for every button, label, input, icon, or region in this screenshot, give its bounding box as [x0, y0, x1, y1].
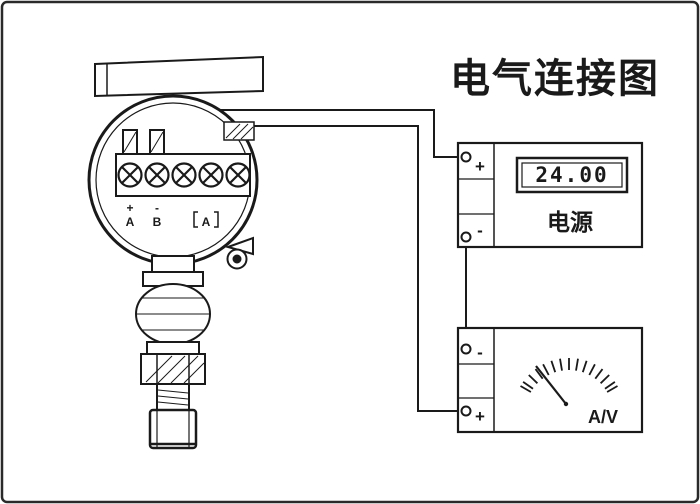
gauge-ticks — [520, 358, 618, 393]
power-display-value: 24.00 — [535, 163, 608, 187]
terminal-label-brackets — [193, 211, 219, 228]
terminal-label-b: B — [153, 215, 162, 229]
vent-valve — [224, 236, 254, 270]
head-hatched-window — [223, 121, 255, 141]
meter-terminal-dot-minus — [460, 343, 472, 355]
screw-terminal-4 — [198, 162, 224, 188]
screw-terminal-1 — [117, 162, 143, 188]
power-display: 24.00 — [515, 156, 629, 194]
meter-plus-sign: + — [475, 407, 485, 426]
neck-section — [142, 255, 204, 287]
transmitter-drawing: + - A B A — [87, 55, 264, 450]
terminal-label-plus: + — [126, 201, 133, 215]
pressure-port — [148, 408, 198, 450]
terminal-label-minus: - — [155, 201, 159, 215]
power-terminal-dot-plus — [460, 151, 472, 163]
diaphragm-bulb — [135, 283, 211, 345]
hex-nut — [140, 353, 206, 385]
terminal-label-a2: A — [202, 215, 211, 229]
transmitter-cap — [94, 55, 264, 98]
screw-terminal-3 — [171, 162, 197, 188]
screw-terminal-5 — [225, 162, 251, 188]
terminal-label-a: A — [126, 215, 135, 229]
power-terminal-dot-minus — [460, 231, 472, 243]
meter-label: A/V — [588, 407, 618, 427]
gauge-needle — [535, 365, 569, 407]
lower-flange — [146, 341, 200, 355]
wire-clamp-b — [149, 129, 165, 155]
power-supply-label: 电源 — [547, 209, 593, 235]
diagram-title: 电气连接图 — [450, 57, 660, 101]
meter-box: - + A/V — [456, 326, 644, 434]
power-plus-sign: + — [475, 157, 485, 176]
threaded-stub — [156, 383, 190, 411]
screw-terminal-2 — [144, 162, 170, 188]
wire-clamp-a — [122, 129, 138, 155]
meter-minus-sign: - — [477, 343, 483, 362]
screw-terminals — [117, 162, 251, 188]
meter-terminal-dot-plus — [460, 405, 472, 417]
power-supply-box: + - 24.00 电源 — [456, 141, 644, 249]
power-minus-sign: - — [477, 221, 483, 240]
